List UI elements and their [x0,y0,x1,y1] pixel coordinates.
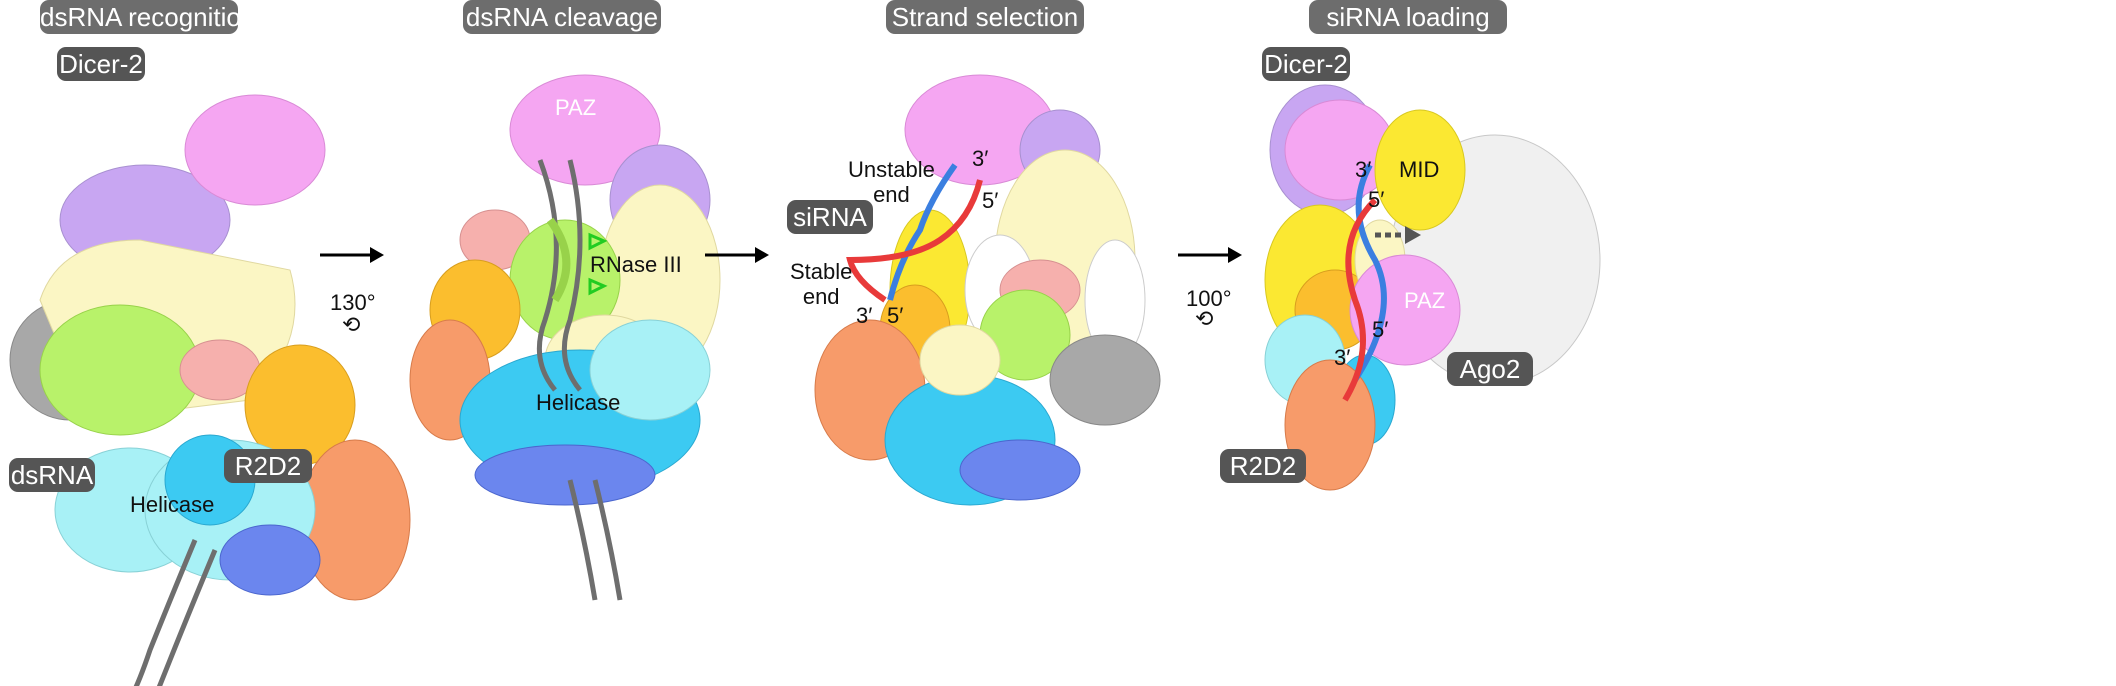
stage3-five-prime-top: 5′ [982,188,999,213]
stage2-dicer-complex [409,74,721,601]
stage1-title: dsRNA recognition [40,0,256,34]
stage4-five-prime-top: 5′ [1368,187,1385,212]
stable-end-text: Stable end [790,259,853,310]
stage1-dicer2-tag: Dicer-2 [57,47,145,81]
stage1-helicase-label: Helicase [130,492,215,517]
stage2-rnase-label: RNase III [590,252,682,277]
stage3-title: Strand selection [886,0,1084,34]
stage4-r2d2-tag: R2D2 [1220,449,1306,483]
stage2-paz-label: PAZ [555,95,597,120]
stage3-sirna-tag: siRNA [787,200,873,234]
stage4-dicer2-tag: Dicer-2 [1262,47,1350,81]
stage2-helicase-label: Helicase [536,390,621,415]
stage4-mid-label: MID [1399,157,1440,182]
stage3-five-prime-bottom: 5′ [887,303,904,328]
stage2-title: dsRNA cleavage [463,0,661,34]
rotation-icon: ⟲ [342,312,361,337]
stage4-dicer-ago2-complex [1264,84,1601,491]
stage3-stable-end-label: Stable end [790,259,852,310]
stage4-five-prime-bottom: 5′ [1372,317,1389,342]
rotation-icon: ⟲ [1195,306,1214,331]
stage4-paz-label: PAZ [1404,288,1446,313]
transition-arrow-2 [705,247,769,263]
stage3-three-prime-bottom: 3′ [856,303,873,328]
transition-arrow-3 [1178,247,1242,263]
stage4-three-prime-bottom: 3′ [1334,345,1351,370]
stage1-r2d2-tag: R2D2 [224,449,312,483]
stage4-three-prime-top: 3′ [1355,157,1372,182]
unstable-end-text: Unstable end [848,157,935,208]
stage4-ago2-tag: Ago2 [1447,352,1533,386]
stage1-dicer-complex [9,94,411,686]
transition-1-angle: 130° [330,290,376,315]
stage3-unstable-end-label: Unstable end [848,157,935,208]
transition-arrow-1 [320,247,384,263]
stage4-title: siRNA loading [1309,0,1507,34]
stage3-three-prime-top: 3′ [972,146,989,171]
transition-3-angle: 100° [1186,286,1232,311]
stage1-dsrna-tag: dsRNA [9,458,95,492]
stage3-dicer-complex [814,74,1161,506]
